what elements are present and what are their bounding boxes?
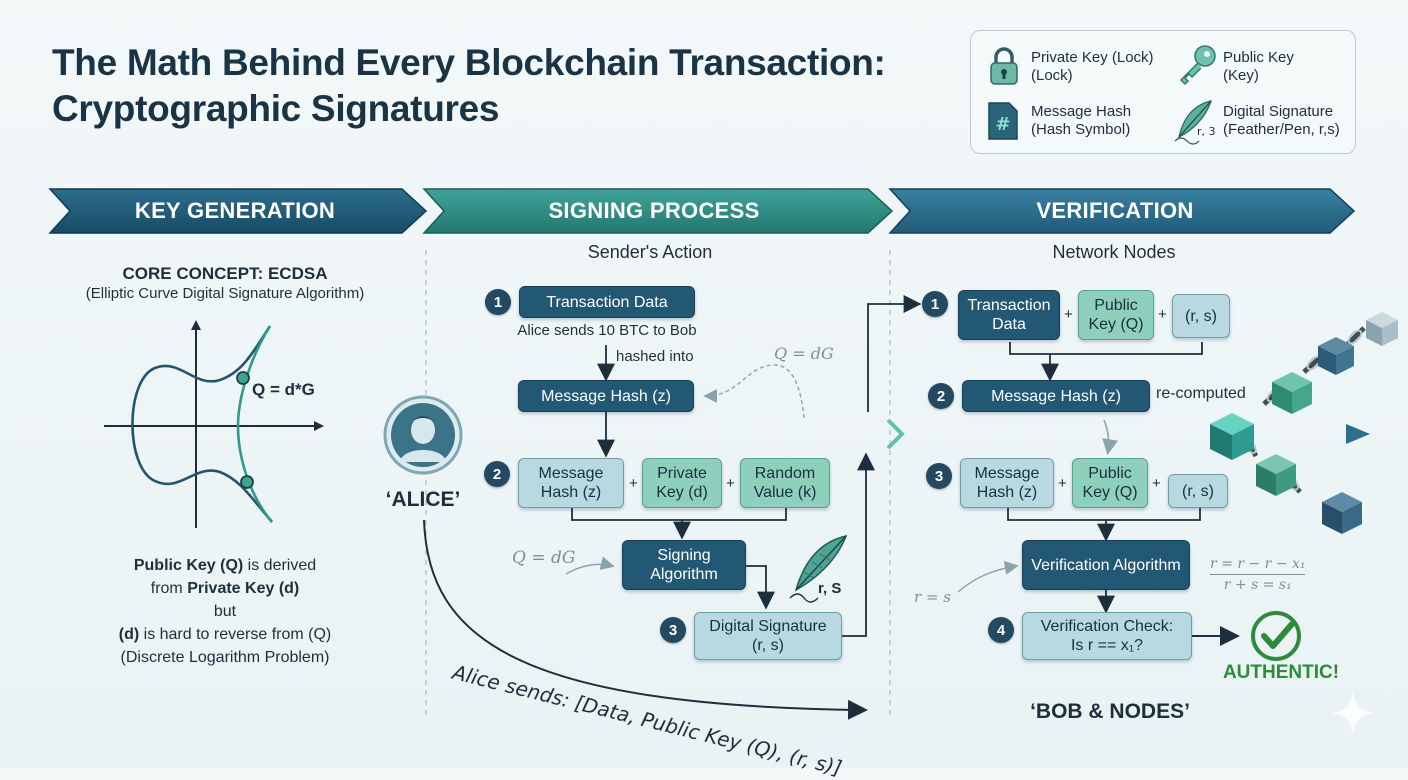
sign-transaction-note: Alice sends 10 BTC to Bob xyxy=(517,322,697,339)
banner-key-generation-label: KEY GENERATION xyxy=(134,198,336,223)
concept-subtitle: (Elliptic Curve Digital Signature Algori… xyxy=(85,285,365,302)
key-icon xyxy=(1179,45,1216,86)
sign-message-hash-box: Message Hash (z) xyxy=(518,380,694,412)
verify-step1-badge: 1 xyxy=(922,291,948,317)
verify-step3-public-key: Public Key (Q) xyxy=(1072,458,1148,508)
verify-recomputed: re-computed xyxy=(1156,385,1246,402)
blockchain-chain-graphic xyxy=(1210,312,1398,534)
section-dividers xyxy=(425,250,891,720)
verify-plus-4: + xyxy=(1152,475,1161,492)
verify-message-hash-box: Message Hash (z) xyxy=(962,380,1150,412)
hash-icon: # xyxy=(988,102,1018,140)
verify-step3-message-hash: Message Hash (z) xyxy=(960,458,1054,508)
verification-check-box: Verification Check: Is r == x₁? xyxy=(1022,612,1192,660)
verify-math-top: r = r − r − x₁ xyxy=(1210,556,1306,575)
verify-step2-badge: 2 xyxy=(928,383,954,409)
block-6 xyxy=(1322,492,1362,534)
alice-avatar xyxy=(383,395,463,475)
digital-signature-label: Digital Signature xyxy=(709,618,827,635)
title-line-1: The Math Behind Every Blockchain Transac… xyxy=(52,42,886,83)
feather-icon-label: r, 3 xyxy=(1197,125,1216,138)
sign-step2-message-hash: Message Hash (z) xyxy=(518,458,624,508)
expl-private-key: Private Key (d) xyxy=(187,580,300,597)
sign-hashed-into: hashed into xyxy=(616,348,694,365)
sign-math-qdg-bottom: Q = dG xyxy=(512,548,576,568)
verify-step3-badge: 3 xyxy=(926,463,952,489)
verify-math-r-eq-s: r = s xyxy=(914,588,951,606)
lock-icon xyxy=(990,47,1018,85)
verify-step3-rs: (r, s) xyxy=(1168,474,1228,508)
legend-private-key-line2: (Lock) xyxy=(1031,67,1073,84)
sign-step2-random-value: Random Value (k) xyxy=(740,458,830,508)
expl-from: from xyxy=(150,580,188,597)
verification-check-line2: Is r == x₁? xyxy=(1070,637,1144,654)
verification-algorithm-box: Verification Algorithm xyxy=(1022,540,1190,590)
signing-algorithm-box: Signing Algorithm xyxy=(622,540,746,590)
banner-verification-label: VERIFICATION xyxy=(1036,198,1194,223)
sign-step3-badge: 3 xyxy=(660,617,686,643)
expl-hard-reverse: is hard to reverse from (Q) xyxy=(139,626,332,643)
signing-header: Sender's Action xyxy=(587,242,713,262)
sign-step1-badge: 1 xyxy=(485,289,511,315)
legend-hash-line1: Message Hash xyxy=(1031,103,1132,120)
concept-title: CORE CONCEPT: ECDSA xyxy=(122,264,328,283)
page-title: The Math Behind Every Blockchain Transac… xyxy=(52,40,952,132)
sign-plus-2: + xyxy=(726,475,735,492)
feather-r-s-label: r, S xyxy=(818,580,842,597)
sparkle-icon xyxy=(1331,691,1375,735)
digital-signature-rs: (r, s) xyxy=(752,637,784,654)
curve-equation-label: Q = d*G xyxy=(252,380,315,399)
check-icon xyxy=(1251,611,1301,661)
verify-plus-2: + xyxy=(1158,306,1167,323)
block-3 xyxy=(1272,372,1312,414)
elliptic-curve-graph xyxy=(104,320,324,528)
feather-icon: r, 3 xyxy=(1174,100,1216,145)
expl-but: but xyxy=(213,603,237,620)
svg-text:#: # xyxy=(995,114,1010,135)
verify-math-fraction: r = r − r − x₁ r + s = s₁ xyxy=(1210,556,1306,593)
verify-step4-badge: 4 xyxy=(988,617,1014,643)
sign-step2-badge: 2 xyxy=(484,461,510,487)
verify-plus-1: + xyxy=(1064,306,1073,323)
verify-public-key: Public Key (Q) xyxy=(1078,290,1154,340)
sign-math-qdg-top: Q = dG xyxy=(774,344,834,363)
legend-private-key-line1: Private Key (Lock) xyxy=(1031,49,1154,66)
title-line-2: Cryptographic Signatures xyxy=(52,88,500,129)
legend-signature-line2: (Feather/Pen, r,s) xyxy=(1223,121,1340,138)
verify-transaction-data: Transaction Data xyxy=(958,290,1060,340)
expl-derived: is derived xyxy=(243,557,317,574)
legend-public-key-line1: Public Key xyxy=(1223,49,1294,66)
authentic-label: AUTHENTIC! xyxy=(1222,662,1340,683)
sign-step2-private-key: Private Key (d) xyxy=(642,458,722,508)
digital-signature-box: Digital Signature (r, s) xyxy=(694,612,842,660)
banner-verification xyxy=(888,188,1356,234)
legend: Private Key (Lock) (Lock) Public Key (Ke… xyxy=(970,30,1356,154)
signature-feather-icon xyxy=(789,534,848,603)
sign-plus-1: + xyxy=(629,475,638,492)
block-1 xyxy=(1366,312,1398,346)
key-explanation: Public Key (Q) is derived from Private K… xyxy=(40,554,410,669)
block-4 xyxy=(1210,413,1254,460)
banner-key-generation xyxy=(48,188,428,234)
stage-banners xyxy=(48,188,1356,234)
legend-signature-line1: Digital Signature xyxy=(1223,103,1334,120)
banner-signing xyxy=(422,188,894,234)
expl-dlp: (Discrete Logarithm Problem) xyxy=(120,649,330,666)
sign-transaction-data-box: Transaction Data xyxy=(519,286,695,318)
verification-header: Network Nodes xyxy=(1052,242,1176,262)
verification-check-line1: Verification Check: xyxy=(1040,618,1174,635)
legend-hash-line2: (Hash Symbol) xyxy=(1031,121,1131,138)
expl-public-key: Public Key (Q) xyxy=(133,557,244,574)
expl-d: (d) xyxy=(118,626,140,643)
bob-nodes-label: ‘BOB & NODES’ xyxy=(1030,700,1190,723)
banner-signing-label: SIGNING PROCESS xyxy=(548,198,760,223)
block-2 xyxy=(1318,337,1354,375)
verify-plus-3: + xyxy=(1058,475,1067,492)
block-5 xyxy=(1256,454,1296,496)
verify-rs: (r, s) xyxy=(1172,294,1230,338)
alice-label: ‘ALICE’ xyxy=(385,488,461,511)
verify-math-bottom: r + s = s₁ xyxy=(1223,577,1292,593)
legend-public-key-line2: (Key) xyxy=(1223,67,1259,84)
